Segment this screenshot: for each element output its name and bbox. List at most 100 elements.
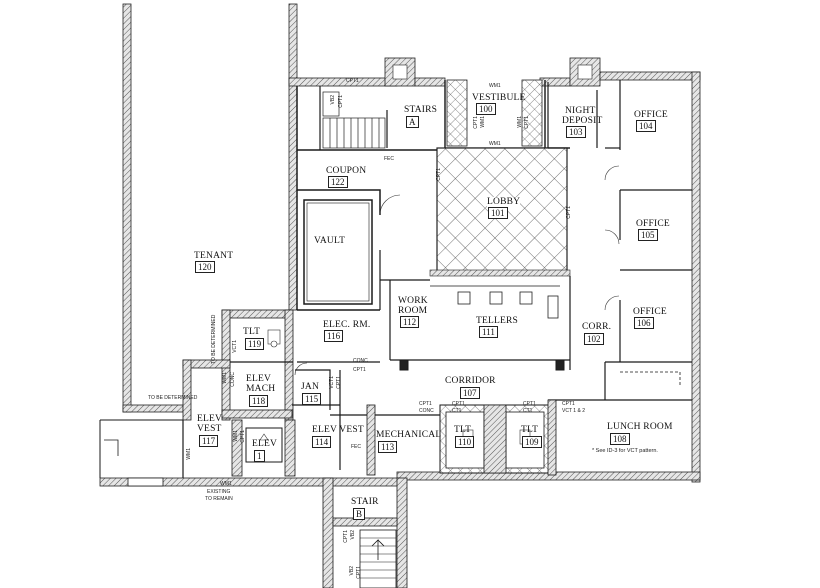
finish-tag-ct1-tlt109: CT1 xyxy=(523,408,533,414)
finish-tag-conc-mach: CONC xyxy=(230,372,236,387)
finish-tag-cpt1-tlt109: CPT1 xyxy=(523,401,536,407)
stairs-a-number: A xyxy=(406,116,419,128)
finish-tag-vb2-stair-b-low: VB2 xyxy=(349,566,355,576)
finish-tag-wm1-vest-right: WM1 xyxy=(517,116,523,128)
finish-tag-cpt1-lobby-left: CPT1 xyxy=(436,168,442,181)
vestibule-number: 100 xyxy=(476,103,496,115)
existing-entry xyxy=(99,419,183,487)
stair-b-label: STAIR xyxy=(351,497,379,507)
coupon-number: 122 xyxy=(328,176,348,188)
finish-tag-cpt1-jan: CPT1 xyxy=(336,376,342,389)
finish-tag-cpt1: CPT1 xyxy=(346,78,359,84)
night-deposit-number: 103 xyxy=(566,126,586,138)
finish-tag-cpt1-lunch: CPT1 xyxy=(562,401,575,407)
finish-tag-vct1-tlt: VCT1 xyxy=(232,340,238,353)
office-104-number: 104 xyxy=(636,120,656,132)
tenant-number: 120 xyxy=(195,261,215,273)
elev-label: ELEV xyxy=(252,439,278,449)
lobby-number: 101 xyxy=(488,207,508,219)
office-106-number: 106 xyxy=(634,317,654,329)
finish-tag-vct1-jan: VCT1 xyxy=(329,376,335,389)
finish-tag-wm1-elev: WM1 xyxy=(233,430,239,442)
interior-walls xyxy=(296,80,692,401)
tlt-119-label: TLT xyxy=(243,327,261,337)
stairs-a-treads xyxy=(322,91,386,149)
finish-tag-cpt1-lobby-right: CPT1 xyxy=(566,206,572,219)
existing-note-1: EXISTING xyxy=(207,489,231,495)
stair-b xyxy=(322,477,408,588)
office-105-label: OFFICE xyxy=(636,219,670,229)
tellers-number: 111 xyxy=(479,326,498,338)
finish-tag-wm1-mach: WM1 xyxy=(222,372,228,384)
building-outer-walls xyxy=(99,57,701,487)
finish-tag-ct1-tlt110: CT1 xyxy=(452,408,462,414)
finish-tag-vb2-stair-b: VB2 xyxy=(350,530,356,540)
stair-b-number: B xyxy=(353,508,366,520)
finish-tag-wm1-vest-left: WM1 xyxy=(480,116,486,128)
elev-mach-number: 118 xyxy=(249,395,269,407)
vestibule-label: VESTIBULE xyxy=(472,93,526,103)
elev-vest-117-label-2: VEST xyxy=(197,424,222,434)
elev-vest-117-number: 117 xyxy=(199,435,219,447)
stairs-a-label: STAIRS xyxy=(404,105,438,115)
to-be-determined-note-1: TO BE DETERMINED xyxy=(148,395,198,401)
vestibule-hatch xyxy=(444,79,570,149)
tlt-109-label: TLT xyxy=(521,425,539,435)
finish-tag-cpt1-stair-b-low: CPT1 xyxy=(356,566,362,579)
finish-tag-cpt1-tlt110: CPT1 xyxy=(452,401,465,407)
corr-102-label: CORR. xyxy=(582,322,612,332)
finish-tag-wm1-bottom: WM1 xyxy=(489,141,501,147)
office-106-label: OFFICE xyxy=(633,307,667,317)
existing-note-2: TO REMAIN xyxy=(205,496,233,502)
elev-vest-114-label: ELEV VEST xyxy=(312,425,364,435)
elev-mach-label-2: MACH xyxy=(246,384,276,394)
finish-tag-cpt1-stairs: CPT1 xyxy=(338,95,344,108)
elec-rm-label: ELEC. RM. xyxy=(323,320,371,330)
teller-stations xyxy=(457,291,559,319)
finish-tag-conc-mech: CONC xyxy=(419,408,434,414)
tlt-109-number: 109 xyxy=(522,436,542,448)
finish-tag-wm1-top: WM1 xyxy=(489,83,501,89)
mechanical-number: 113 xyxy=(378,441,398,453)
coupon-label: COUPON xyxy=(326,166,367,176)
elev-vest-114-number: 114 xyxy=(312,436,332,448)
lunch-room-number: 108 xyxy=(610,433,630,445)
finish-tag-cpt1-vest-right: CPT1 xyxy=(524,116,530,129)
elev-number: 1 xyxy=(254,450,265,462)
lower-left-walls xyxy=(182,309,565,478)
tenant-walls xyxy=(122,3,298,413)
finish-tag-wm1-vest117: WM1 xyxy=(186,448,192,460)
work-room-number: 112 xyxy=(400,316,420,328)
vault-label: VAULT xyxy=(314,236,346,246)
office-104-label: OFFICE xyxy=(634,110,668,120)
finish-tag-cpt1-corridor: CPT1 xyxy=(353,367,366,373)
mechanical-label: MECHANICAL xyxy=(376,430,442,440)
elec-rm-number: 116 xyxy=(324,330,344,342)
jan-number: 115 xyxy=(302,393,322,405)
work-room-label-2: ROOM xyxy=(398,306,428,316)
office-105-number: 105 xyxy=(638,229,658,241)
elev-mach-label-1: ELEV xyxy=(246,374,272,384)
corridor-number: 107 xyxy=(460,387,480,399)
vct-pattern-note: * See ID-3 for VCT pattern. xyxy=(592,448,658,454)
door-swings xyxy=(294,165,620,376)
finish-tag-wm1-bottom-left: WM1 xyxy=(220,481,232,487)
teller-counter xyxy=(429,269,571,277)
lunch-room-label: LUNCH ROOM xyxy=(607,422,673,432)
tlt-110-label: TLT xyxy=(454,425,472,435)
corr-102-number: 102 xyxy=(584,333,604,345)
night-deposit-label-1: NIGHT xyxy=(565,106,596,116)
tenant-label: TENANT xyxy=(194,251,234,261)
finish-tag-fec-top: FEC xyxy=(384,156,394,162)
tlt-119-number: 119 xyxy=(245,338,265,350)
finish-tag-vb2: VB2 xyxy=(330,95,336,105)
work-room-label-1: WORK xyxy=(398,296,428,306)
finish-tag-cpt1-elev: CPT1 xyxy=(240,430,246,443)
finish-tag-fec-vest: FEC xyxy=(351,444,361,450)
finish-tag-conc-elec: CONC xyxy=(353,358,368,364)
elev-vest-117-label-1: ELEV xyxy=(197,414,223,424)
jan-label: JAN xyxy=(301,382,320,392)
tlt-110-number: 110 xyxy=(455,436,475,448)
